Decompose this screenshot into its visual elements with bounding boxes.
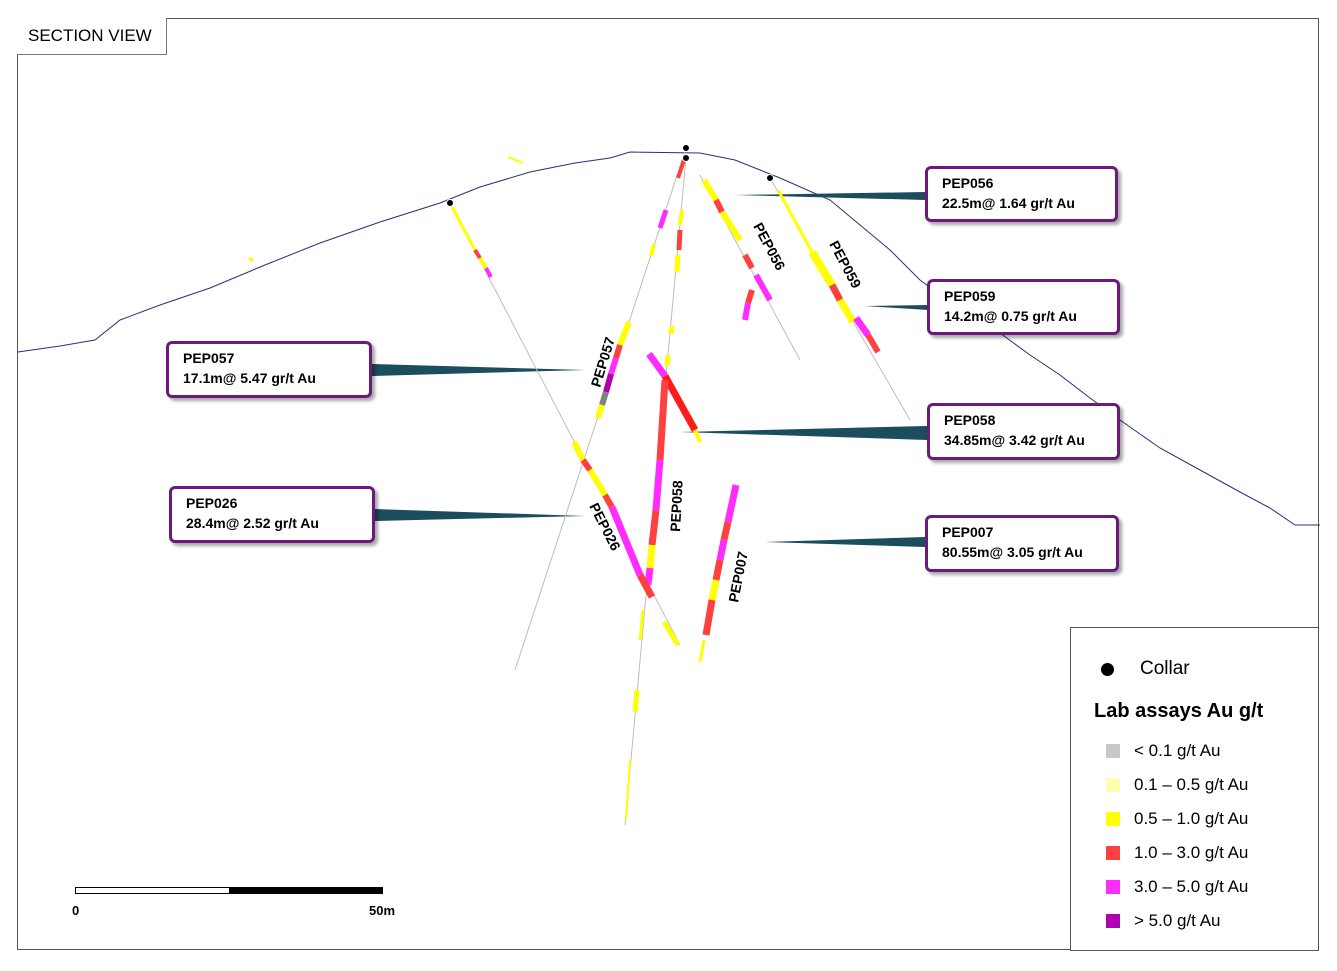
- callout-result: 28.4m@ 2.52 gr/t Au: [186, 515, 319, 531]
- legend-item: > 5.0 g/t Au: [1106, 904, 1248, 938]
- legend-item: 3.0 – 5.0 g/t Au: [1106, 870, 1248, 904]
- leader-pep007: [765, 537, 925, 547]
- callout-hole: PEP057: [183, 350, 235, 366]
- callout-hole: PEP056: [942, 175, 994, 191]
- callout-result: 34.85m@ 3.42 gr/t Au: [944, 432, 1085, 448]
- legend-item-label: < 0.1 g/t Au: [1134, 741, 1221, 760]
- hole-label-pep056: PEP056: [750, 220, 788, 273]
- scale-end-label: 50m: [369, 903, 396, 918]
- map-frame: [17, 18, 1319, 950]
- callout-pep007: PEP007 80.55m@ 3.05 gr/t Au: [925, 515, 1119, 572]
- section-view-title: SECTION VIEW: [17, 18, 167, 55]
- callout-result: 22.5m@ 1.64 gr/t Au: [942, 195, 1075, 211]
- legend-item-label: 1.0 – 3.0 g/t Au: [1134, 843, 1249, 862]
- callout-hole: PEP059: [944, 288, 996, 304]
- callout-result: 14.2m@ 0.75 gr/t Au: [944, 308, 1077, 324]
- callout-pep059: PEP059 14.2m@ 0.75 gr/t Au: [927, 279, 1120, 335]
- leader-pep058: [680, 426, 927, 440]
- callout-result: 80.55m@ 3.05 gr/t Au: [942, 544, 1083, 560]
- leader-pep057: [372, 364, 585, 376]
- callout-result: 17.1m@ 5.47 gr/t Au: [183, 370, 316, 386]
- collar-icon: [1101, 662, 1114, 676]
- callout-pep057: PEP057 17.1m@ 5.47 gr/t Au: [166, 341, 372, 398]
- legend-item: 0.1 – 0.5 g/t Au: [1106, 768, 1248, 802]
- legend-collar-label: Collar: [1140, 658, 1190, 679]
- legend-item-label: 0.5 – 1.0 g/t Au: [1134, 809, 1249, 828]
- scale-start-label: 0: [72, 903, 80, 918]
- callout-pep056: PEP056 22.5m@ 1.64 gr/t Au: [925, 166, 1118, 222]
- legend-swatch: [1106, 744, 1120, 758]
- legend-items: < 0.1 g/t Au 0.1 – 0.5 g/t Au 0.5 – 1.0 …: [1106, 734, 1248, 938]
- legend-item: 1.0 – 3.0 g/t Au: [1106, 836, 1248, 870]
- leader-pep056: [735, 192, 925, 200]
- legend-swatch: [1106, 846, 1120, 860]
- legend-item-label: > 5.0 g/t Au: [1134, 911, 1221, 930]
- legend-item: < 0.1 g/t Au: [1106, 734, 1248, 768]
- callout-pep058: PEP058 34.85m@ 3.42 gr/t Au: [927, 403, 1120, 460]
- legend-item: 0.5 – 1.0 g/t Au: [1106, 802, 1248, 836]
- hole-label-pep058: PEP058: [667, 480, 686, 532]
- legend-item-label: 3.0 – 5.0 g/t Au: [1134, 877, 1249, 896]
- legend: Collar Lab assays Au g/t < 0.1 g/t Au 0.…: [1070, 627, 1319, 951]
- legend-item-label: 0.1 – 0.5 g/t Au: [1134, 775, 1249, 794]
- assay-segments: [248, 156, 881, 821]
- legend-swatch: [1106, 812, 1120, 826]
- topography-line: [17, 151, 1320, 526]
- legend-swatch: [1106, 914, 1120, 928]
- hole-label-pep007: PEP007: [725, 550, 751, 604]
- legend-swatch: [1106, 778, 1120, 792]
- leader-pep059: [865, 305, 928, 310]
- leader-pep026: [375, 509, 585, 521]
- callout-hole: PEP058: [944, 412, 996, 428]
- callout-hole: PEP026: [186, 495, 238, 511]
- legend-collar: Collar: [1101, 658, 1190, 680]
- collar-markers: [446, 144, 774, 207]
- legend-swatch: [1106, 880, 1120, 894]
- scale-bar-graphic: [75, 887, 383, 894]
- legend-title: Lab assays Au g/t: [1094, 700, 1264, 722]
- callout-hole: PEP007: [942, 524, 994, 540]
- callout-pep026: PEP026 28.4m@ 2.52 gr/t Au: [169, 486, 375, 543]
